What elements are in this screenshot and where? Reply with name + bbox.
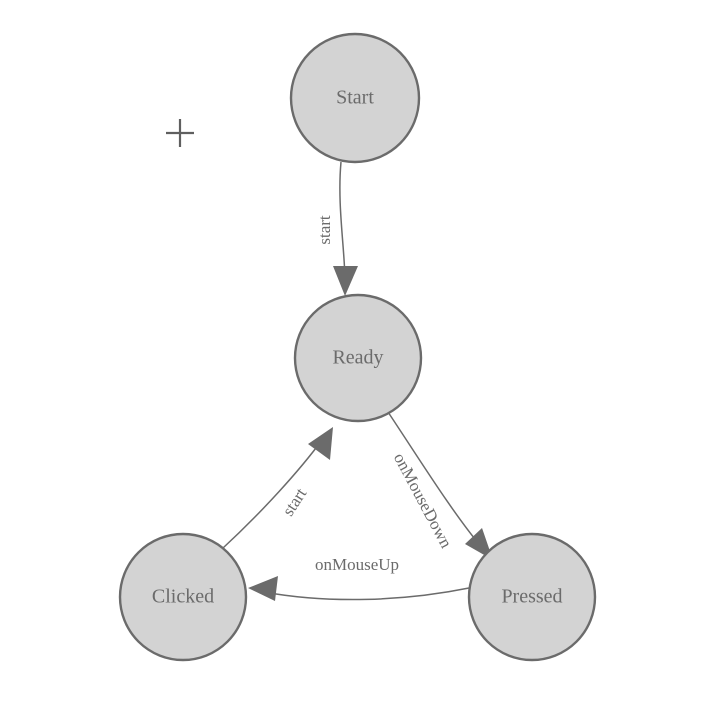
edge-pressed-to-clicked-path	[263, 587, 470, 601]
edge-ready-to-pressed-arrowhead	[465, 528, 493, 560]
node-ready[interactable]: Ready	[293, 293, 423, 423]
node-start-label: Start	[336, 87, 374, 109]
edge-clicked-to-ready-arrowhead	[308, 427, 333, 460]
edge-pressed-to-clicked[interactable]	[248, 576, 470, 601]
node-pressed[interactable]: Pressed	[467, 532, 597, 662]
edge-start-to-ready-path	[339, 161, 346, 283]
plus-crosshair-icon	[166, 119, 194, 147]
edge-ready-to-pressed[interactable]	[387, 411, 493, 560]
edge-clicked-to-ready[interactable]	[222, 427, 333, 549]
node-start-circle[interactable]	[289, 32, 421, 164]
node-pressed-label: Pressed	[501, 586, 562, 608]
edge-clicked-to-ready-path	[222, 439, 323, 549]
edge-label-clicked-to-ready: start	[278, 484, 310, 519]
edge-start-to-ready[interactable]	[333, 161, 358, 296]
edge-start-to-ready-arrowhead	[333, 266, 358, 296]
node-ready-circle[interactable]	[293, 293, 423, 423]
edge-ready-to-pressed-path	[387, 411, 484, 550]
node-pressed-circle[interactable]	[467, 532, 597, 662]
node-clicked[interactable]: Clicked	[118, 532, 248, 662]
edge-pressed-to-clicked-arrowhead	[248, 576, 278, 601]
node-ready-label: Ready	[332, 347, 383, 369]
node-clicked-circle[interactable]	[118, 532, 248, 662]
edge-label-start-to-ready: start	[315, 215, 334, 245]
node-clicked-label: Clicked	[152, 586, 214, 608]
node-start[interactable]: Start	[289, 32, 421, 164]
edge-label-pressed-to-clicked: onMouseUp	[315, 555, 399, 574]
